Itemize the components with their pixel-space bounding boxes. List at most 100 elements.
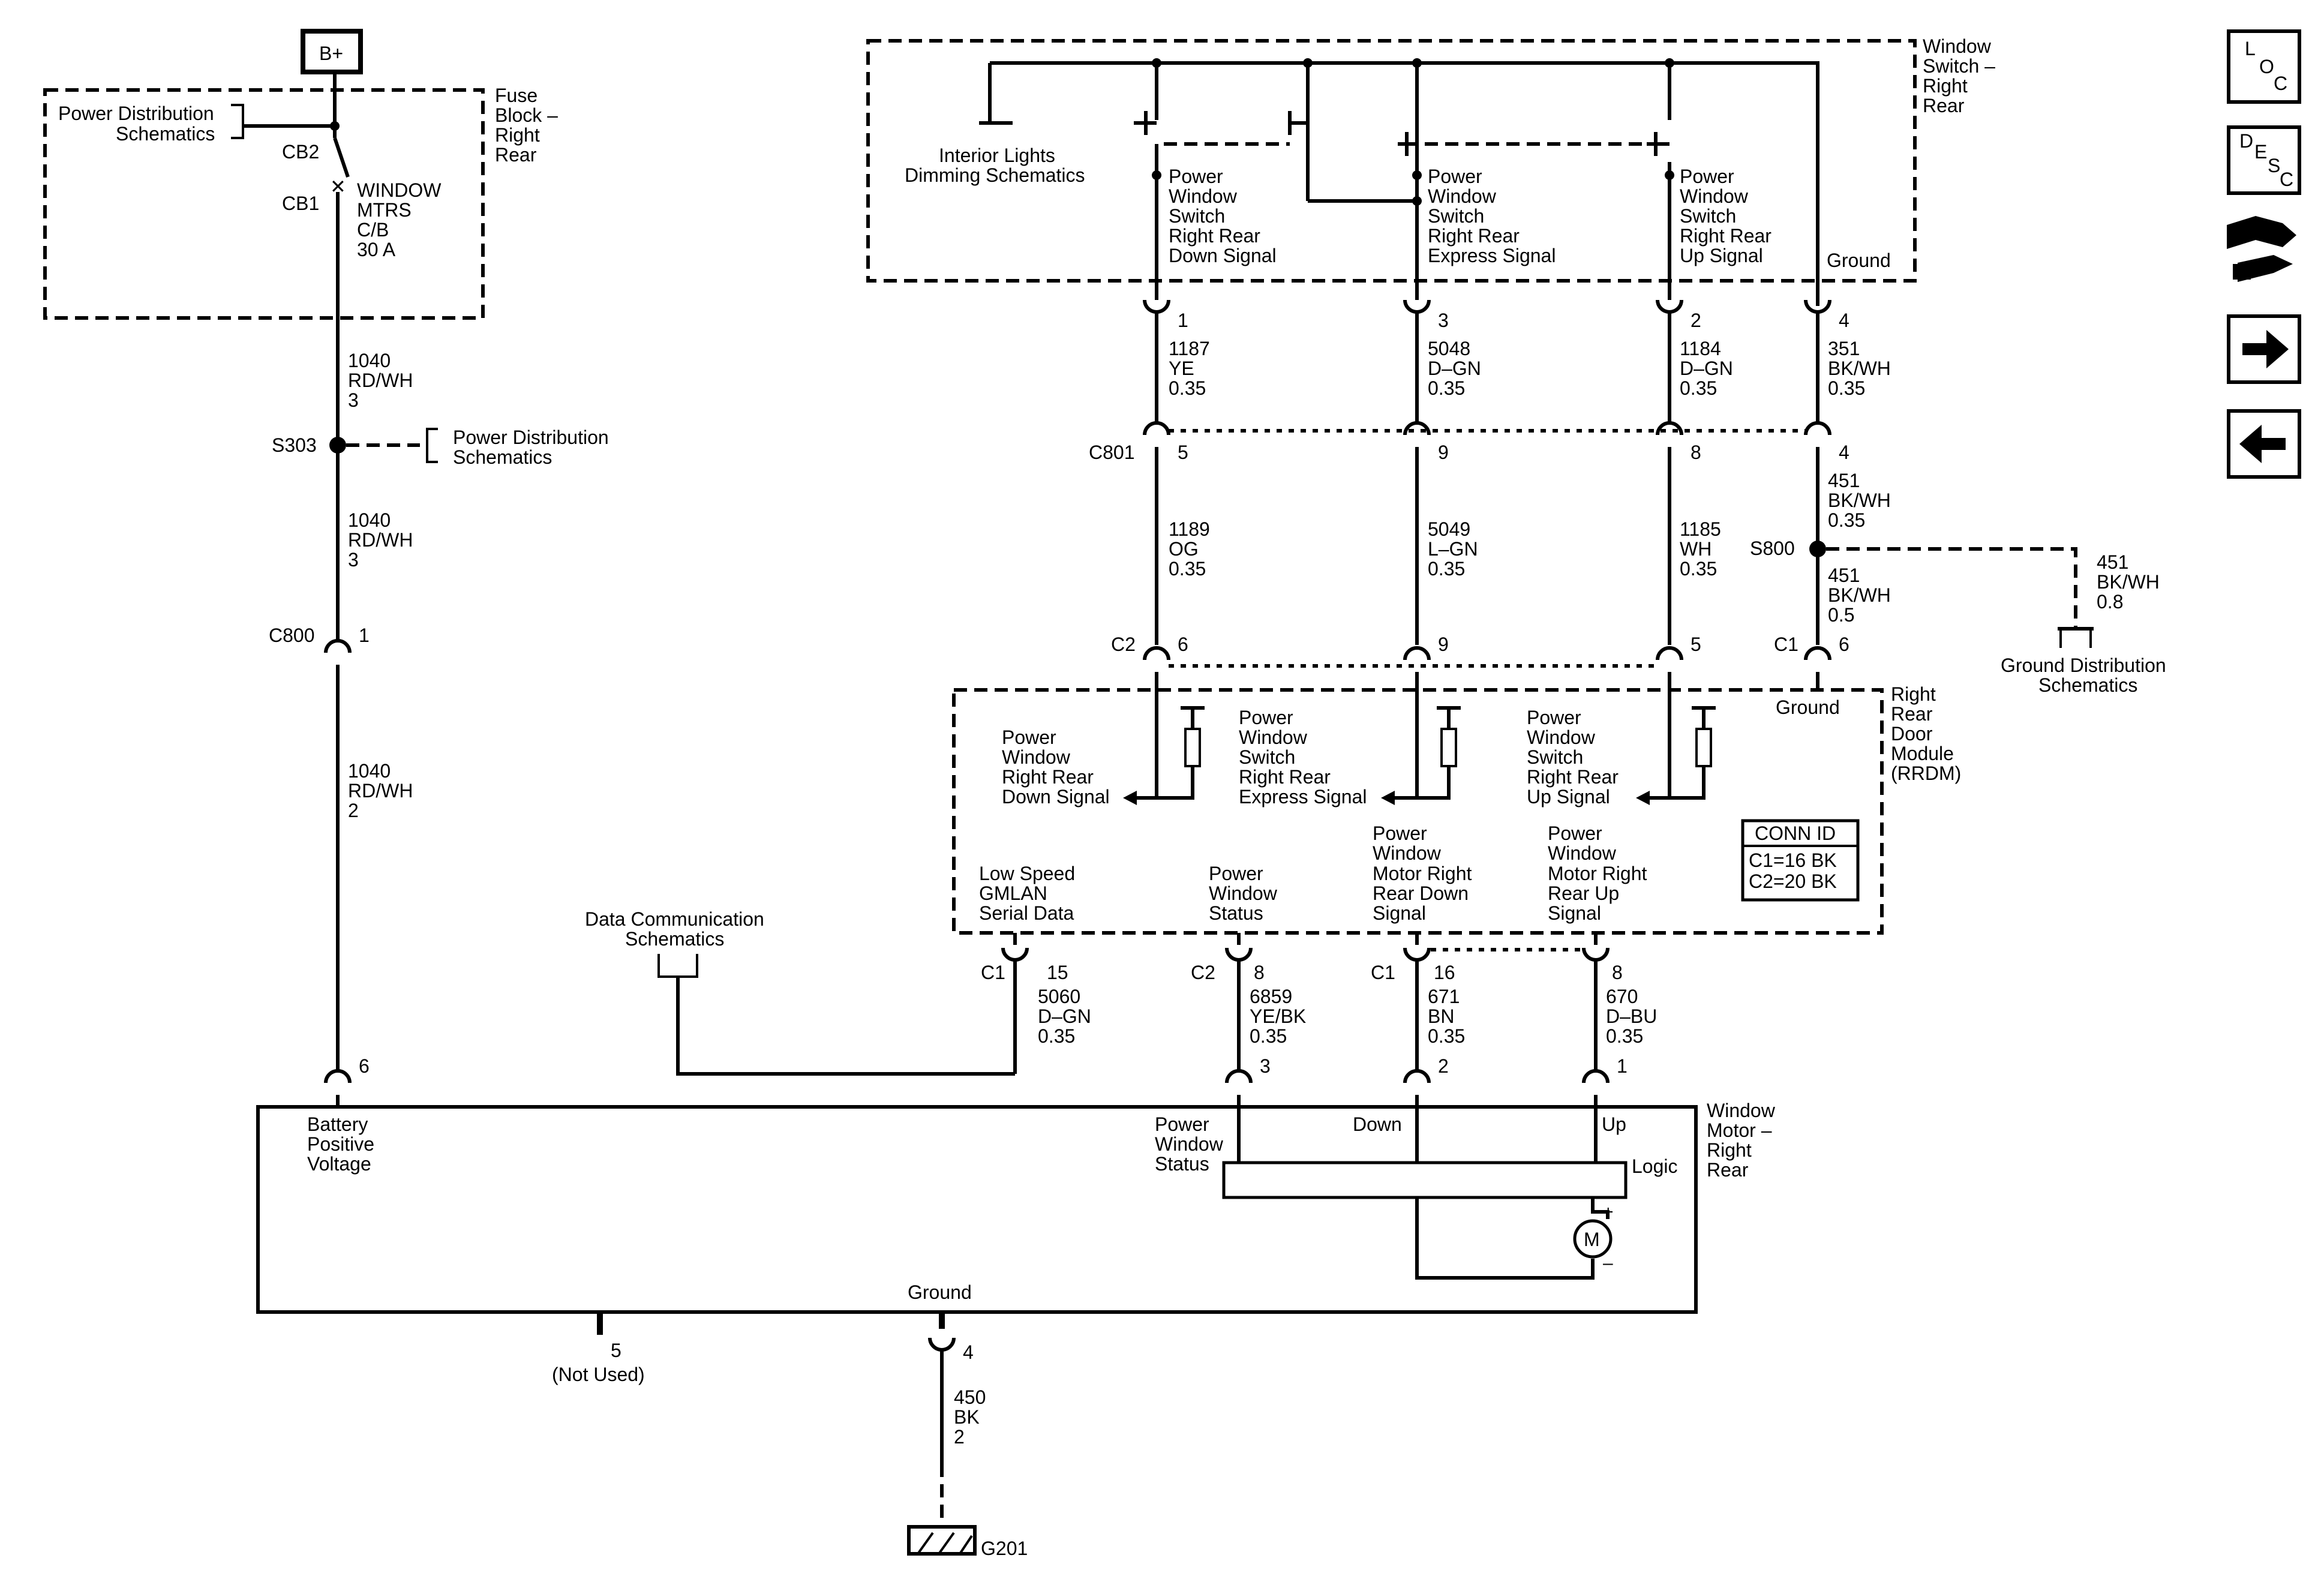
svg-text:B+: B+ bbox=[319, 43, 343, 64]
s800-lower-wire: 451 BK/WH 0.5 bbox=[1828, 565, 1891, 626]
svg-text:CB2: CB2 bbox=[282, 141, 319, 163]
rrdm-ground-label: Ground bbox=[1776, 697, 1840, 718]
interior-lights-ref: Interior Lights Dimming Schematics bbox=[905, 145, 1085, 186]
svg-text:Serial Data: Serial Data bbox=[979, 902, 1074, 924]
rrdm-down-signal-label: Power Window Right Rear Down Signal bbox=[1002, 727, 1110, 807]
svg-text:O: O bbox=[2259, 56, 2274, 77]
splice-s800 bbox=[1809, 541, 1826, 557]
svg-text:2: 2 bbox=[954, 1426, 965, 1448]
svg-text:1184: 1184 bbox=[1680, 338, 1721, 359]
svg-text:30 A: 30 A bbox=[357, 239, 396, 260]
svg-text:+: + bbox=[1603, 1202, 1614, 1222]
svg-text:BN: BN bbox=[1428, 1005, 1454, 1027]
ground-distribution-ref: Ground Distribution Schematics bbox=[2001, 655, 2166, 696]
switch-connector-pins: 1 3 2 4 bbox=[1143, 299, 1849, 331]
svg-text:0.35: 0.35 bbox=[1428, 558, 1465, 580]
svg-text:M: M bbox=[1584, 1229, 1600, 1250]
repair-tool-icon[interactable] bbox=[2227, 216, 2296, 282]
battery-symbol: B+ bbox=[301, 29, 363, 74]
wire-1040-a: 1040 RD/WH 3 bbox=[348, 350, 413, 411]
svg-text:4: 4 bbox=[963, 1341, 974, 1363]
svg-text:15: 15 bbox=[1047, 962, 1068, 983]
svg-text:Rear Up: Rear Up bbox=[1548, 882, 1619, 904]
svg-text:Block –: Block – bbox=[495, 104, 558, 126]
svg-text:2: 2 bbox=[1438, 1055, 1449, 1077]
svg-text:Up Signal: Up Signal bbox=[1527, 786, 1610, 807]
svg-text:0.8: 0.8 bbox=[2097, 591, 2123, 613]
svg-text:5048: 5048 bbox=[1428, 338, 1470, 359]
svg-text:Low Speed: Low Speed bbox=[979, 863, 1075, 884]
svg-text:0.35: 0.35 bbox=[1828, 377, 1865, 399]
svg-text:Power: Power bbox=[1169, 166, 1223, 187]
nav-desc-button[interactable]: D E S C bbox=[2227, 125, 2301, 195]
svg-text:C800: C800 bbox=[269, 625, 315, 646]
svg-text:C1: C1 bbox=[981, 962, 1005, 983]
svg-text:Switch: Switch bbox=[1169, 205, 1225, 227]
svg-text:9: 9 bbox=[1438, 634, 1449, 655]
svg-text:1040: 1040 bbox=[348, 350, 391, 371]
svg-text:0.35: 0.35 bbox=[1680, 377, 1717, 399]
motor-down-label: Down bbox=[1353, 1113, 1402, 1135]
svg-text:Switch: Switch bbox=[1428, 205, 1484, 227]
svg-text:1189: 1189 bbox=[1169, 518, 1210, 540]
svg-text:WINDOW: WINDOW bbox=[357, 179, 442, 201]
svg-text:Data Communication: Data Communication bbox=[585, 908, 764, 930]
svg-text:5060: 5060 bbox=[1038, 986, 1080, 1007]
switch-down-signal-label: Power Window Switch Right Rear Down Sign… bbox=[1169, 166, 1277, 266]
svg-text:0.35: 0.35 bbox=[1250, 1025, 1287, 1047]
svg-text:Power: Power bbox=[1155, 1113, 1209, 1135]
svg-text:0.35: 0.35 bbox=[1428, 1025, 1465, 1047]
splice-s303 bbox=[329, 437, 346, 454]
svg-text:Rear: Rear bbox=[1923, 95, 1965, 116]
svg-text:3: 3 bbox=[1260, 1055, 1271, 1077]
svg-text:BK/WH: BK/WH bbox=[1828, 358, 1891, 379]
motor-logic-label: Logic bbox=[1632, 1155, 1678, 1177]
arrow-right-button[interactable] bbox=[2227, 314, 2301, 384]
svg-text:Down Signal: Down Signal bbox=[1002, 786, 1110, 807]
arrow-left-button[interactable] bbox=[2227, 409, 2301, 479]
svg-text:1: 1 bbox=[1178, 310, 1188, 331]
svg-text:MTRS: MTRS bbox=[357, 199, 412, 221]
rrdm-lower-connectors: C1 15 C2 8 C1 16 8 bbox=[981, 933, 1623, 983]
rrdm-input-circuits bbox=[1123, 706, 1716, 805]
svg-text:Window: Window bbox=[1707, 1100, 1776, 1121]
wire-1040-c: 1040 RD/WH 2 bbox=[348, 760, 413, 821]
svg-text:16: 16 bbox=[1434, 962, 1455, 983]
svg-text:CONN ID: CONN ID bbox=[1755, 822, 1836, 844]
svg-text:CB1: CB1 bbox=[282, 193, 319, 214]
svg-text:Power: Power bbox=[1209, 863, 1263, 884]
svg-text:D–GN: D–GN bbox=[1428, 358, 1481, 379]
svg-text:Right: Right bbox=[495, 124, 540, 146]
svg-text:1187: 1187 bbox=[1169, 338, 1210, 359]
wire-1040-b: 1040 RD/WH 3 bbox=[348, 509, 413, 571]
svg-text:Rear Down: Rear Down bbox=[1373, 882, 1469, 904]
svg-text:Status: Status bbox=[1209, 902, 1263, 924]
svg-text:0.35: 0.35 bbox=[1428, 377, 1465, 399]
switch-up-signal-label: Power Window Switch Right Rear Up Signal bbox=[1680, 166, 1771, 266]
svg-text:Power: Power bbox=[1548, 822, 1602, 844]
svg-text:RD/WH: RD/WH bbox=[348, 370, 413, 391]
svg-text:2: 2 bbox=[1691, 310, 1701, 331]
svg-text:1185: 1185 bbox=[1680, 518, 1721, 540]
svg-text:C1: C1 bbox=[1371, 962, 1395, 983]
svg-text:Battery: Battery bbox=[307, 1113, 368, 1135]
svg-text:Door: Door bbox=[1891, 723, 1933, 745]
svg-text:OG: OG bbox=[1169, 538, 1199, 560]
svg-text:Right: Right bbox=[1891, 683, 1936, 705]
motor-status-label: Power Window Status bbox=[1155, 1113, 1224, 1175]
svg-text:Switch: Switch bbox=[1239, 746, 1295, 768]
svg-text:L–GN: L–GN bbox=[1428, 538, 1478, 560]
nav-loc-button[interactable]: L O C bbox=[2227, 29, 2301, 104]
svg-text:Window: Window bbox=[1002, 746, 1071, 768]
svg-text:Interior Lights: Interior Lights bbox=[939, 145, 1055, 166]
svg-text:Voltage: Voltage bbox=[307, 1153, 371, 1175]
svg-text:Window: Window bbox=[1923, 35, 1992, 57]
svg-text:Window: Window bbox=[1680, 185, 1749, 207]
connector-c801: C801 5 9 8 4 bbox=[1089, 421, 1849, 463]
not-used-label: (Not Used) bbox=[552, 1364, 645, 1385]
svg-text:Express Signal: Express Signal bbox=[1428, 245, 1556, 266]
svg-text:C801: C801 bbox=[1089, 442, 1135, 463]
ground-g201-icon bbox=[907, 1525, 977, 1556]
rrdm-up-signal-label: Power Window Switch Right Rear Up Signal bbox=[1527, 707, 1619, 807]
svg-text:Power: Power bbox=[1680, 166, 1734, 187]
